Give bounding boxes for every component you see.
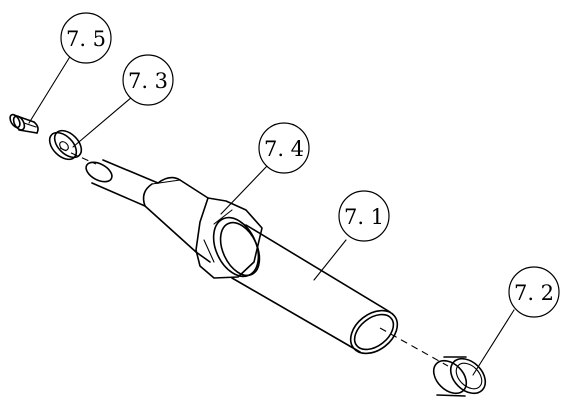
leader-line-7-4 bbox=[220, 164, 269, 215]
leader-line-7-5 bbox=[28, 54, 72, 124]
part-7-5-pin bbox=[9, 113, 39, 134]
callout-7-3: 7. 3 bbox=[122, 54, 174, 106]
part-7-3-washer bbox=[48, 129, 83, 161]
leader-line-7-2 bbox=[472, 309, 515, 376]
callout-label: 7. 5 bbox=[66, 27, 106, 51]
callout-7-2: 7. 2 bbox=[508, 266, 560, 318]
callout-label: 7. 1 bbox=[344, 205, 384, 229]
callout-7-5: 7. 5 bbox=[60, 12, 112, 64]
leader-line-7-1 bbox=[313, 239, 347, 281]
callout-label: 7. 2 bbox=[514, 281, 554, 305]
leader-line-7-3 bbox=[72, 96, 133, 148]
callout-label: 7. 3 bbox=[128, 69, 168, 93]
callout-7-4: 7. 4 bbox=[258, 122, 310, 174]
callout-7-1: 7. 1 bbox=[338, 190, 390, 242]
callout-label: 7. 4 bbox=[264, 137, 304, 161]
part-7-2-cap bbox=[432, 356, 487, 397]
part-7-1-shaft bbox=[85, 159, 399, 355]
